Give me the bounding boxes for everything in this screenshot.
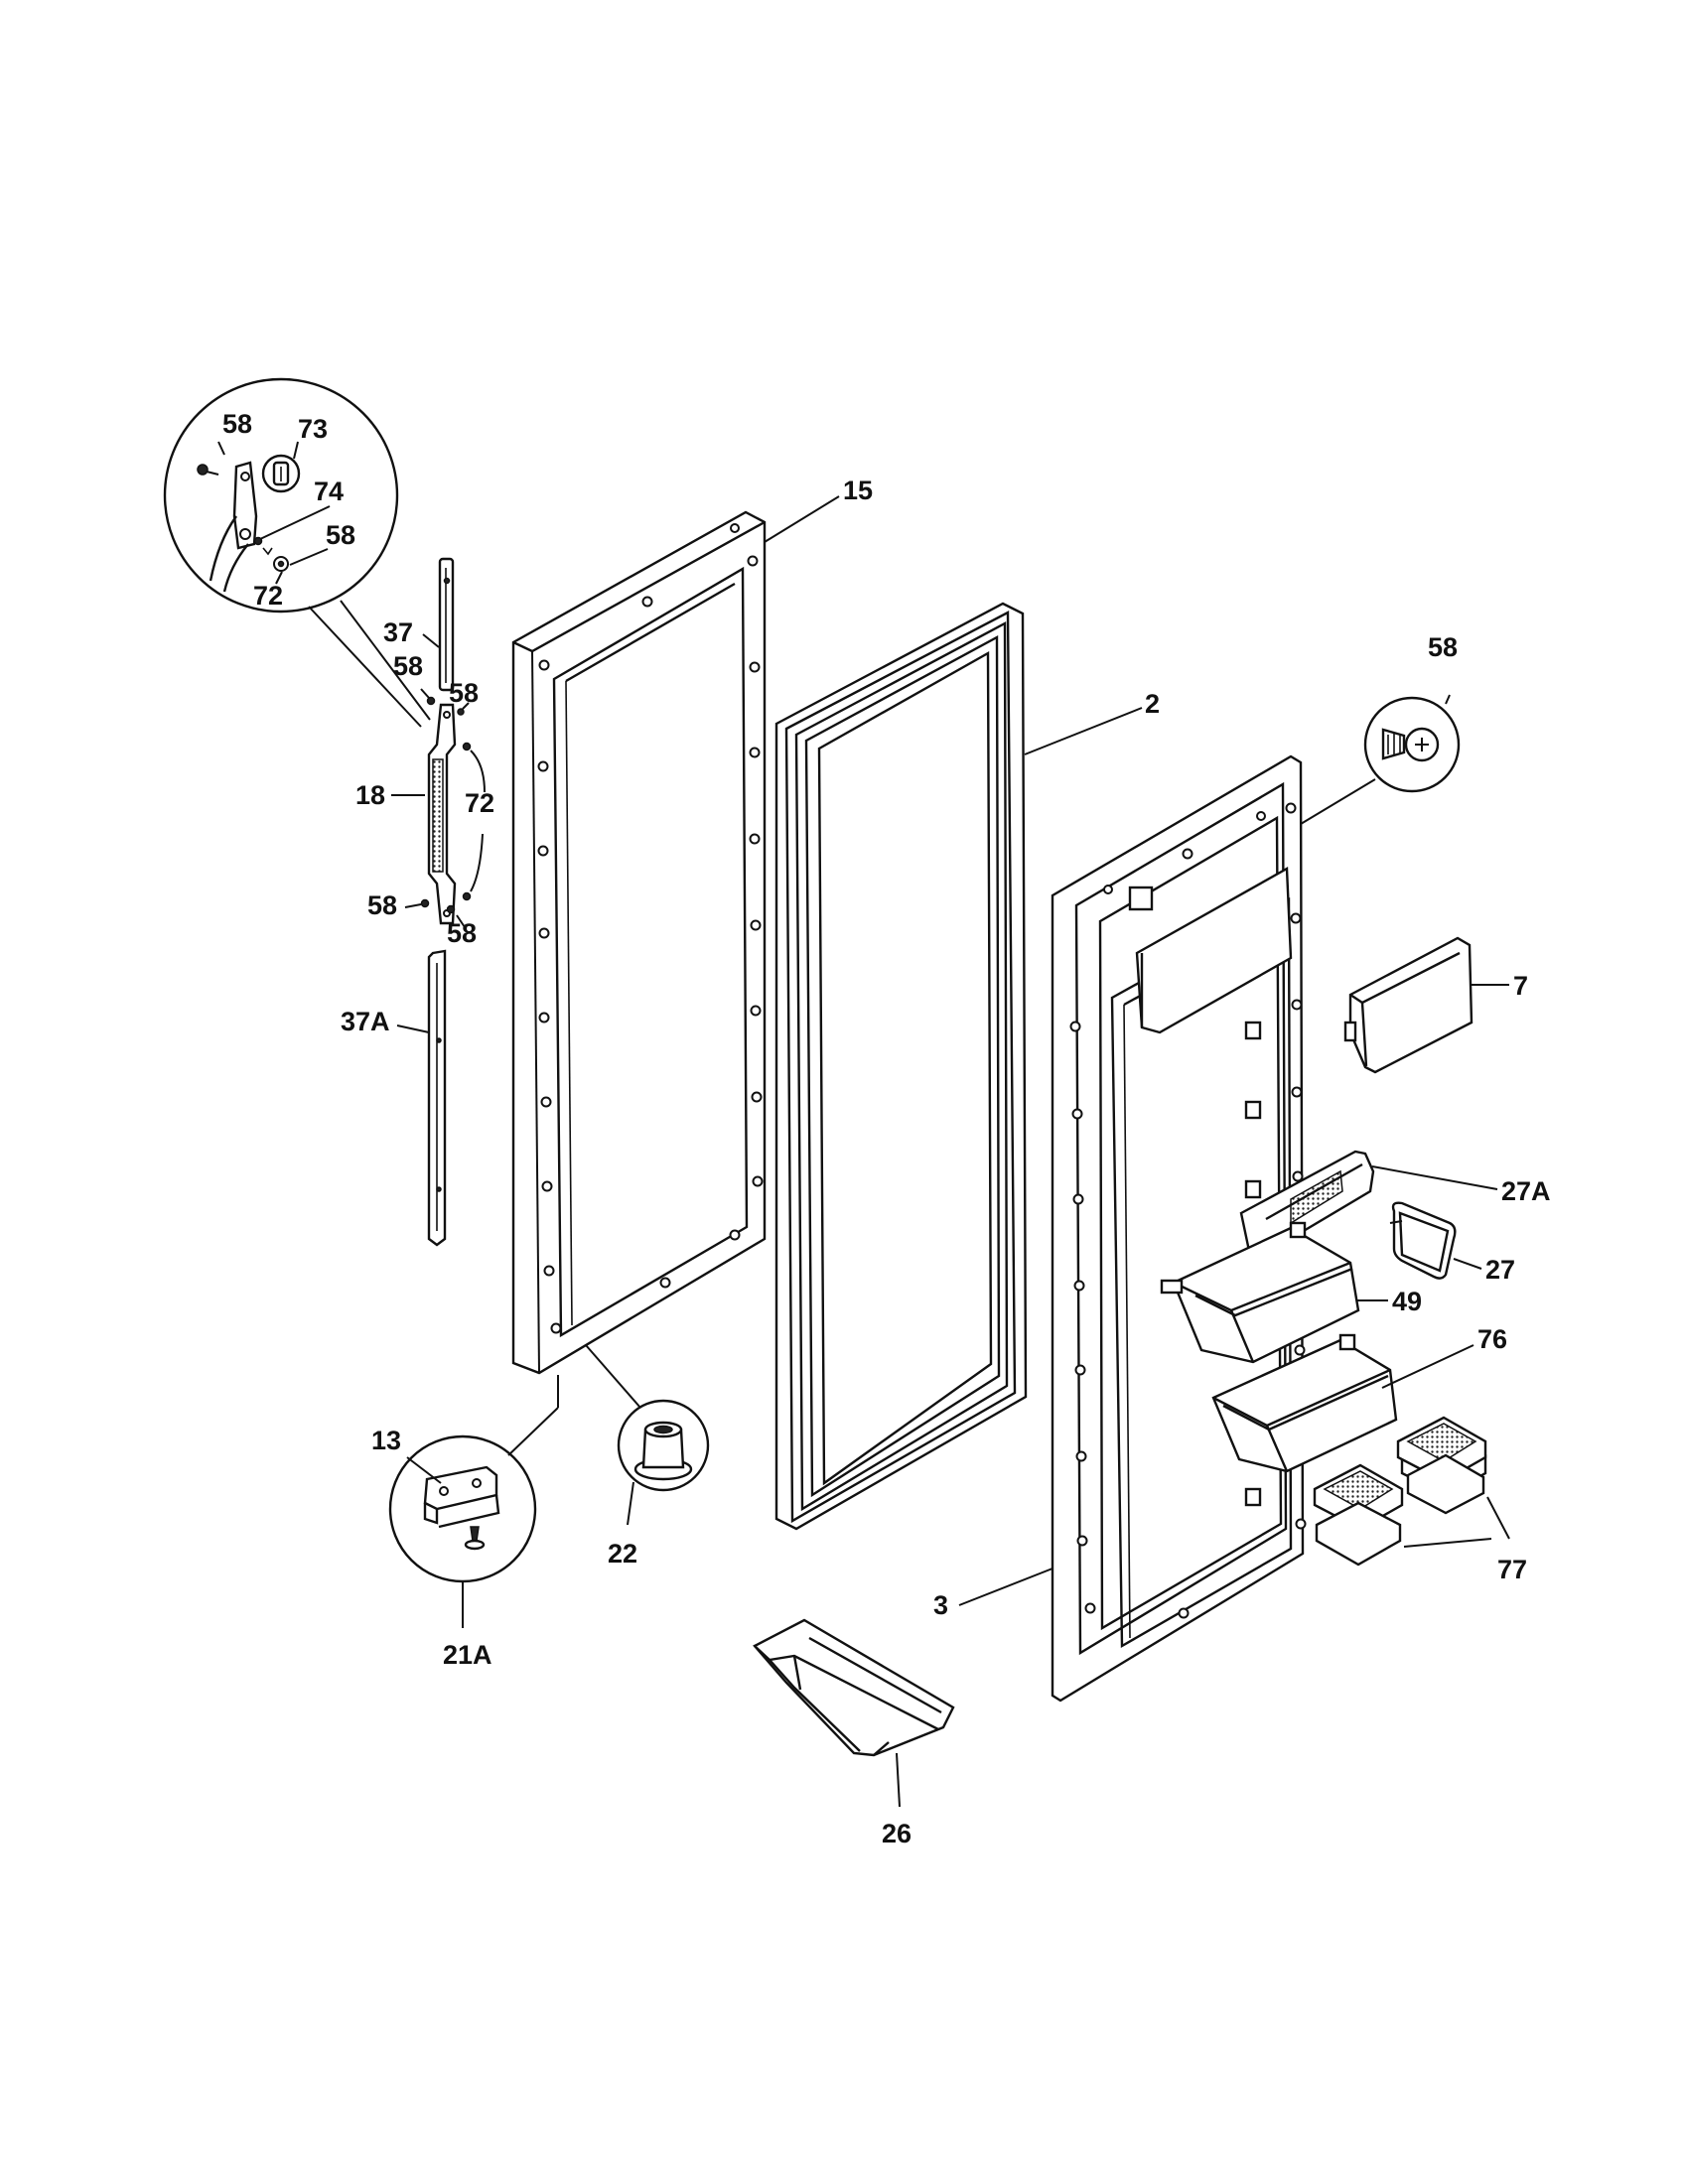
- pivot-block-73: [261, 454, 301, 493]
- callout-74: 74: [314, 477, 344, 506]
- callout-27a: 27A: [1501, 1176, 1551, 1206]
- callout-58-hinge-d: 58: [447, 918, 477, 948]
- callout-49: 49: [1392, 1287, 1422, 1316]
- callout-15: 15: [843, 476, 873, 505]
- hinge-detail-inset: [163, 377, 399, 614]
- callout-21a: 21A: [443, 1640, 492, 1670]
- door-bin-49: [1160, 1221, 1360, 1364]
- door-liner-frame-15: [511, 510, 767, 1375]
- door-bin-76: [1211, 1333, 1398, 1473]
- door-handle-hinge-18: [427, 703, 457, 925]
- callout-76: 76: [1477, 1324, 1507, 1354]
- callout-58-detail-a: 58: [222, 409, 252, 439]
- screw-detail-inset: [1363, 696, 1461, 793]
- callout-72-detail: 72: [253, 581, 283, 611]
- dispenser-cover-7: [1343, 936, 1474, 1074]
- callout-58-hinge-c: 58: [367, 890, 397, 920]
- callout-58-hinge-b: 58: [449, 678, 479, 708]
- callout-2: 2: [1145, 689, 1160, 719]
- callout-77: 77: [1497, 1555, 1527, 1584]
- stopper-detail-inset: [617, 1399, 710, 1492]
- crisper-bin-26: [753, 1618, 955, 1757]
- screw-58-detail: [197, 464, 219, 476]
- callout-26: 26: [882, 1819, 912, 1848]
- callout-22: 22: [608, 1539, 637, 1569]
- frame-15-holes: [537, 523, 764, 1334]
- callout-37: 37: [383, 617, 413, 647]
- callout-13: 13: [371, 1426, 401, 1455]
- callout-73: 73: [298, 414, 328, 444]
- hinge-cover-37: [438, 557, 455, 692]
- callout-27: 27: [1485, 1255, 1515, 1285]
- callout-37a: 37A: [341, 1007, 390, 1036]
- egg-trays-77: [1313, 1416, 1487, 1567]
- shelf-clip-27: [1389, 1201, 1457, 1280]
- callout-18: 18: [355, 780, 385, 810]
- callout-7: 7: [1513, 971, 1528, 1001]
- bracket-detail-inset: [388, 1434, 537, 1583]
- callout-58-screw: 58: [1428, 632, 1458, 662]
- callout-3: 3: [933, 1590, 948, 1620]
- door-gasket-2: [774, 602, 1028, 1531]
- callout-72-hinge: 72: [465, 788, 494, 818]
- callout-58-hinge-a: 58: [393, 651, 423, 681]
- callout-58-detail-b: 58: [326, 520, 355, 550]
- hinge-cover-37a: [427, 949, 447, 1247]
